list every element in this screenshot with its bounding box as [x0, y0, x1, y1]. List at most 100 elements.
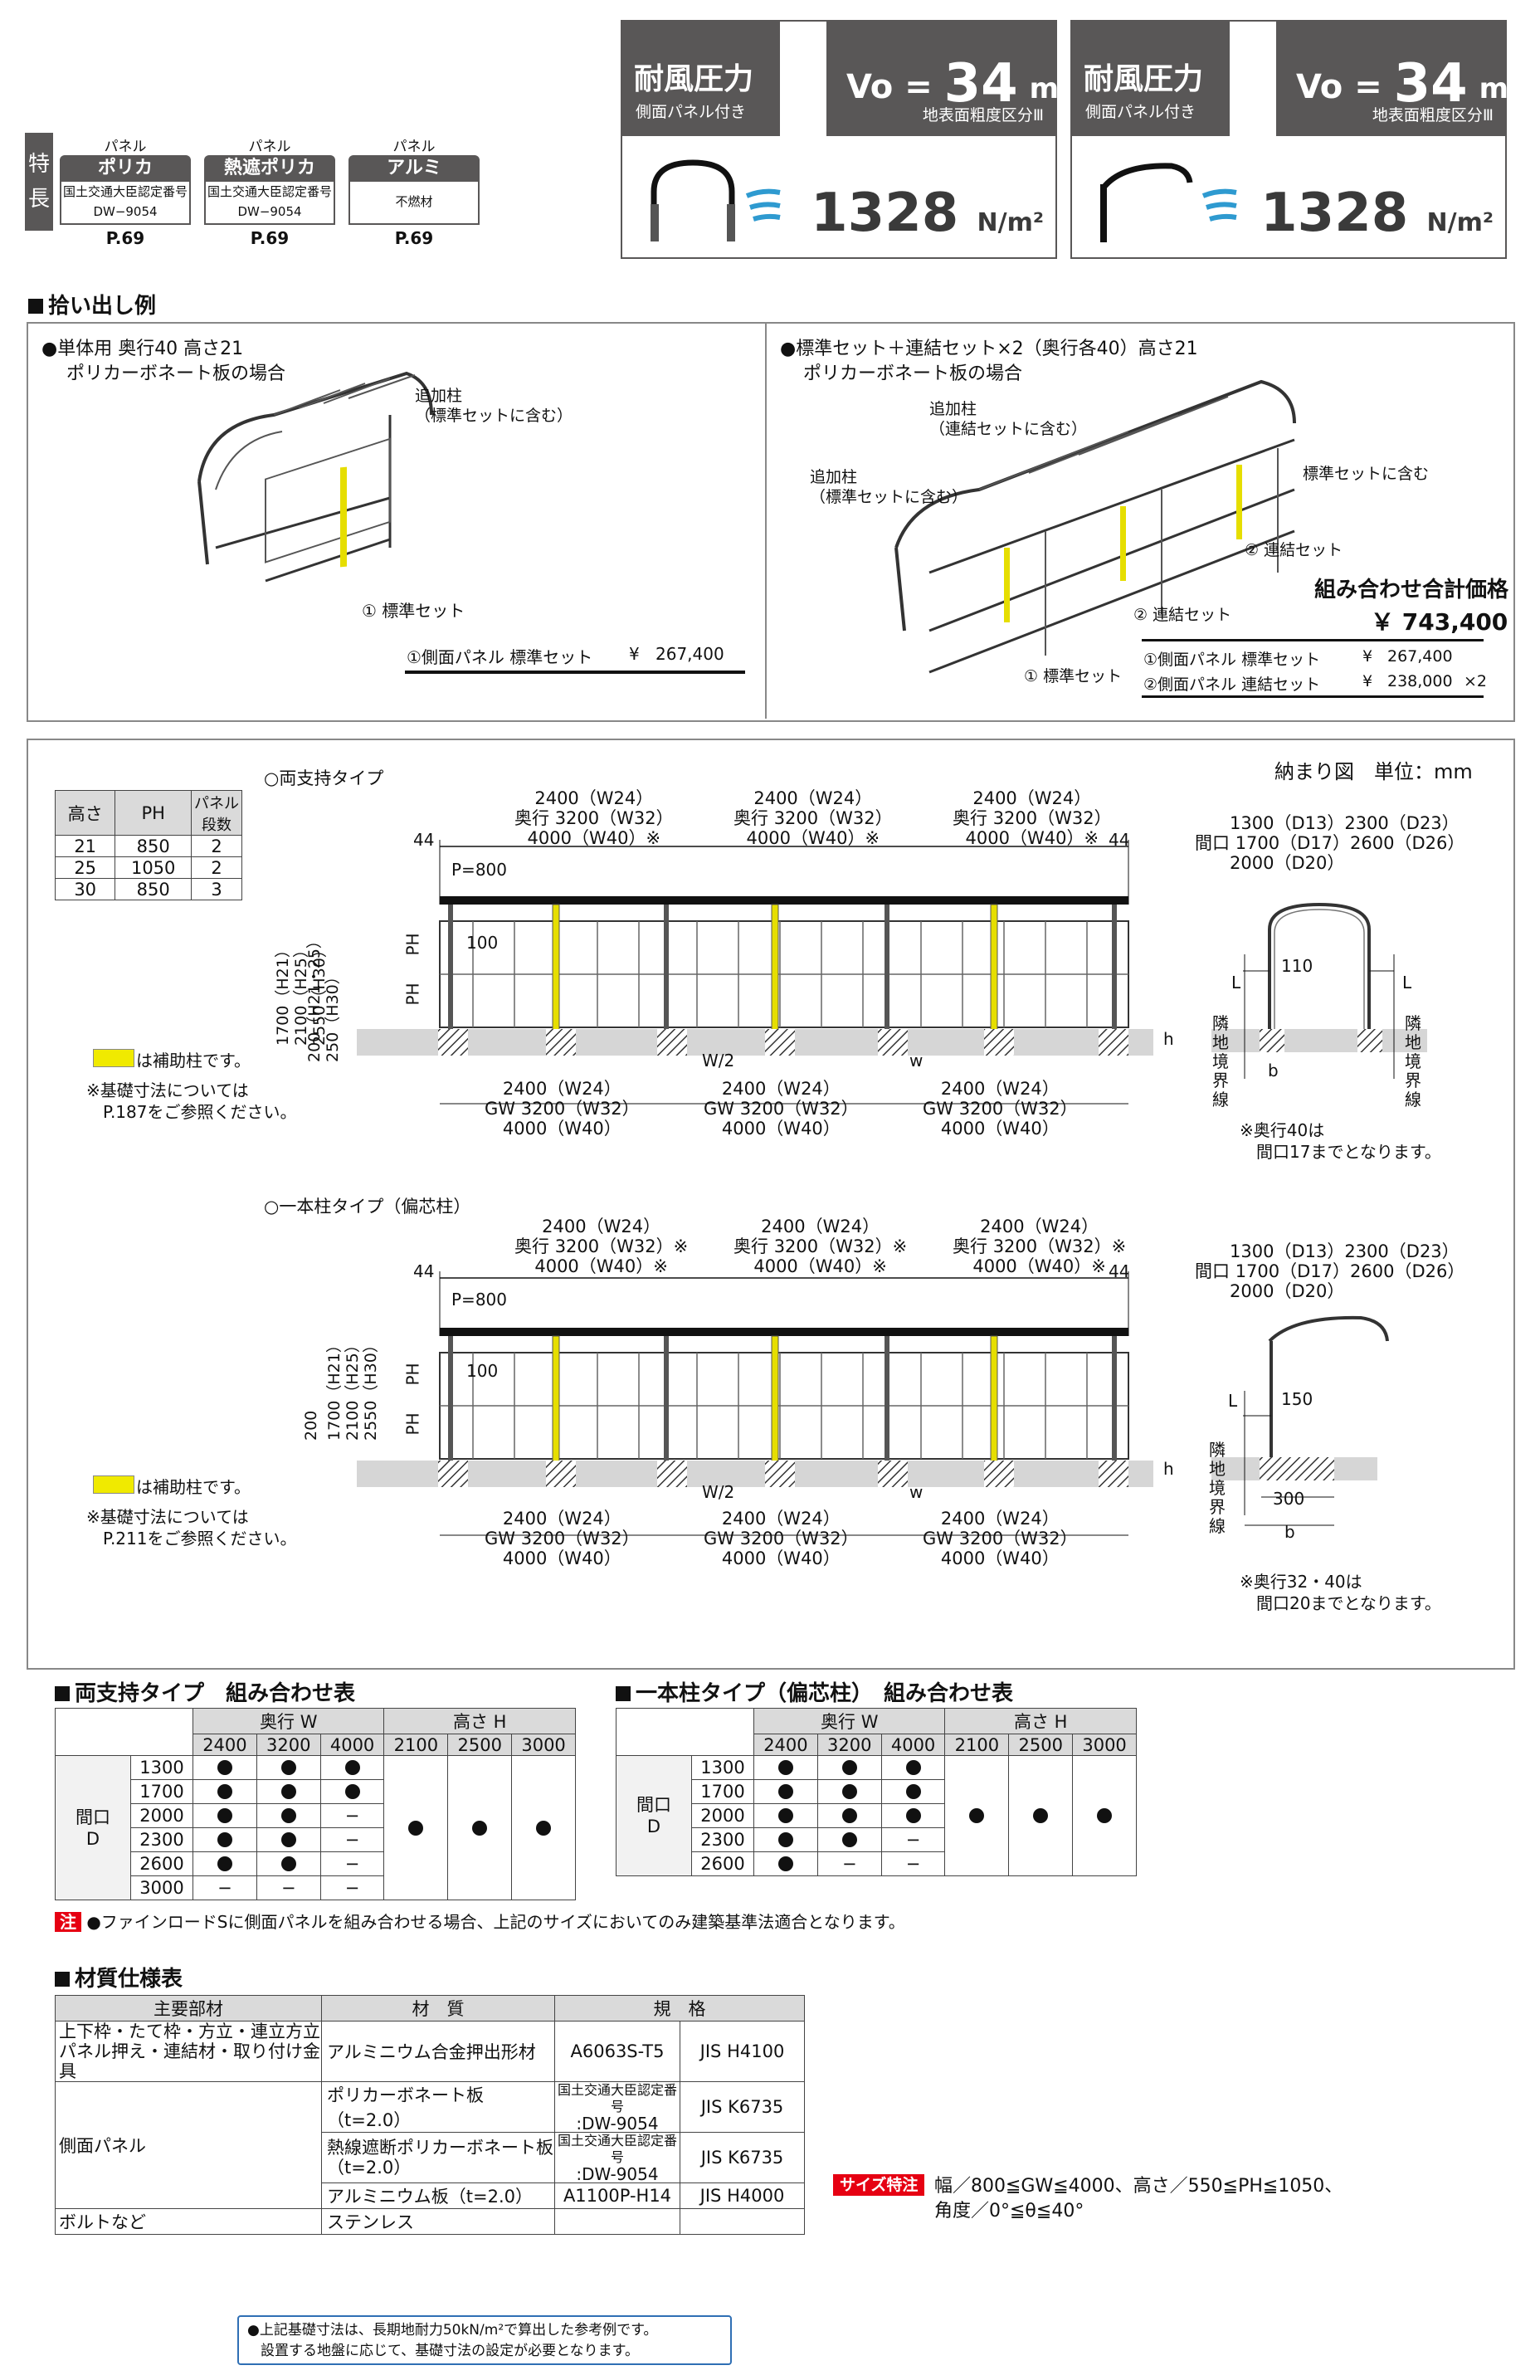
depth-dim-2b: 2400（W24）奥行 3200（W32）※4000（W40）※ [733, 1217, 908, 1276]
height-dot [472, 1820, 488, 1836]
height-dot [1097, 1808, 1113, 1823]
available-dot [777, 1856, 793, 1871]
side-view-both-support [1211, 902, 1427, 1079]
available-dot [905, 1808, 921, 1823]
combo-right-title: 一本柱タイプ（偏芯柱） 組み合わせ表 [616, 1676, 1013, 1707]
height-dot [1033, 1808, 1049, 1823]
combo-cell [753, 1827, 818, 1852]
size-custom-line1: 幅／800≦GW≦4000、高さ／550≦PH≦1050、 [934, 2176, 1343, 2197]
available-dot [280, 1784, 296, 1799]
available-dot [280, 1760, 296, 1775]
available-dot [841, 1760, 857, 1775]
total-price-value: ￥ 743,400 [1371, 608, 1508, 636]
combo-cell [753, 1851, 818, 1876]
unit-label: 納まり図 単位：mm [1274, 760, 1473, 783]
available-dot [280, 1832, 296, 1847]
combo-cell [319, 1755, 385, 1780]
carport-single-post-icon [1100, 163, 1237, 242]
combo-cell: − [880, 1827, 946, 1852]
example-right-title: ●標準セット＋連結セット×2（奥行各40）高さ21 [780, 339, 1198, 359]
elevation-drawing-single-post [357, 1271, 1153, 1536]
available-dot [280, 1856, 296, 1871]
combo-cell [816, 1755, 882, 1780]
callout-standard-set-included: （標準セットに含む） [415, 407, 573, 425]
gw-dim-2b: 2400（W24）GW 3200（W32）4000（W40） [704, 1509, 859, 1568]
boundary-label-1a: 隣地境界線 [1212, 1013, 1229, 1110]
depth-dim-1c: 2400（W24）奥行 3200（W32）4000（W40）※ [953, 788, 1112, 848]
feature-side-label: 特 長 [25, 133, 53, 231]
combo-cell: − [319, 1875, 385, 1900]
combo-cell [816, 1779, 882, 1804]
available-dot [217, 1784, 232, 1799]
combo-cell [816, 1803, 882, 1828]
available-dot [777, 1784, 793, 1799]
combo-cell [192, 1755, 257, 1780]
combo-cell: − [816, 1851, 882, 1876]
compliance-note: 注 ●ファインロードSに側面パネルを組み合わせる場合、上記のサイズにおいてのみ建… [55, 1909, 905, 1933]
combo-cell [880, 1755, 946, 1780]
combo-cell: − [319, 1851, 385, 1876]
combo-cell [880, 1803, 946, 1828]
available-dot [280, 1808, 296, 1823]
callout-standard-set: ① 標準セット [362, 601, 465, 621]
gw-dim-2c: 2400（W24）GW 3200（W32）4000（W40） [923, 1509, 1078, 1568]
combo-cell [256, 1851, 321, 1876]
example-divider [765, 324, 767, 719]
boundary-label-1b: 隣地境界線 [1405, 1013, 1421, 1110]
left-price-value: 267,400 [655, 644, 724, 664]
gw-dim-2a: 2400（W24）GW 3200（W32）4000（W40） [485, 1509, 640, 1568]
materials-title: 材質仕様表 [55, 1962, 183, 1992]
example-frame [27, 322, 1515, 722]
available-dot [344, 1760, 360, 1775]
gw-dim-1a: 2400（W24）GW 3200（W32）4000（W40） [485, 1079, 640, 1139]
aux-post-swatch-1 [93, 1049, 134, 1067]
available-dot [217, 1856, 232, 1871]
combo-cell [256, 1755, 321, 1780]
type-both-support: ○両支持タイプ [264, 768, 384, 788]
available-dot [344, 1784, 360, 1799]
available-dot [217, 1808, 232, 1823]
combo-cell [319, 1779, 385, 1804]
depth-dim-1b: 2400（W24）奥行 3200（W32）4000（W40）※ [733, 788, 893, 848]
callout-additional-post: 追加柱 [415, 387, 463, 405]
combo-cell: − [319, 1827, 385, 1852]
example-left-subtitle: ポリカーボネート板の場合 [66, 363, 286, 384]
frontage-dims-1: 1300（D13）2300（D23） 間口 1700（D17）2600（D26）… [1195, 813, 1465, 873]
single-carport-illustration [197, 371, 433, 583]
available-dot [217, 1832, 232, 1847]
gw-dim-1b: 2400（W24）GW 3200（W32）4000（W40） [704, 1079, 859, 1139]
available-dot [841, 1808, 857, 1823]
depth-dim-2c: 2400（W24）奥行 3200（W32）※4000（W40）※ [953, 1217, 1127, 1276]
left-price-label: ①側面パネル 標準セット [407, 647, 593, 667]
available-dot [777, 1808, 793, 1823]
available-dot [217, 1760, 232, 1775]
combo-cell [192, 1803, 257, 1828]
available-dot [841, 1832, 857, 1847]
combo-cell [192, 1851, 257, 1876]
foundation-note: ●上記基礎寸法は、長期地耐力50kN/m²で算出した参考例です。 設置する地盤に… [237, 2315, 732, 2365]
available-dot [905, 1760, 921, 1775]
combo-cell [192, 1779, 257, 1804]
available-dot [777, 1832, 793, 1847]
available-dot [905, 1784, 921, 1799]
left-price-rule [405, 671, 745, 674]
height-dot [408, 1820, 424, 1836]
combo-cell [753, 1803, 818, 1828]
example-right-subtitle: ポリカーボネート板の場合 [803, 363, 1023, 384]
combo-cell [816, 1827, 882, 1852]
height-dims-2: 1700（H21）2100（H25）2550（H30） [325, 1337, 380, 1441]
boundary-label-2: 隣地境界線 [1209, 1440, 1226, 1536]
total-price-label: 組み合わせ合計価格 [1314, 578, 1509, 602]
combo-left-title: 両支持タイプ 組み合わせ表 [55, 1676, 355, 1707]
combo-cell: − [256, 1875, 321, 1900]
combo-cell [256, 1827, 321, 1852]
combo-cell: − [192, 1875, 257, 1900]
materials-table: 主要部材材 質規 格 上下枠・たて枠・方立・連立方立パネル押え・連結材・取り付け… [55, 1995, 805, 2235]
feature-aluminum: パネル アルミ 不燃材 P.69 [348, 134, 480, 248]
linked-carport-illustration [894, 379, 1296, 674]
